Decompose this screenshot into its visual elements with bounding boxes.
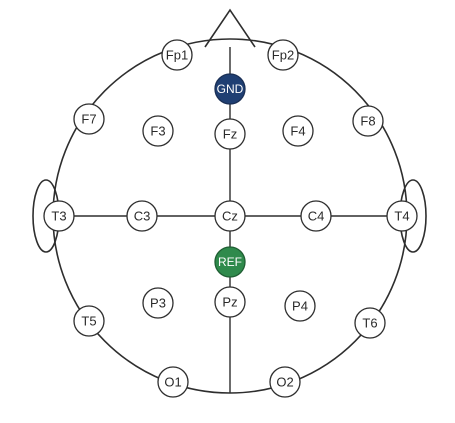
electrode-fz[interactable]: Fz [214, 118, 246, 150]
electrode-label-f7: F7 [81, 112, 96, 127]
electrode-t3[interactable]: T3 [43, 200, 75, 232]
electrode-t5[interactable]: T5 [73, 305, 105, 337]
electrode-o1[interactable]: O1 [157, 366, 189, 398]
electrode-fp2[interactable]: Fp2 [267, 39, 299, 71]
electrode-label-f3: F3 [150, 124, 165, 139]
electrode-label-p3: P3 [150, 296, 166, 311]
electrode-label-t4: T4 [394, 209, 409, 224]
electrode-c4[interactable]: C4 [300, 200, 332, 232]
gnd-label: GND [217, 82, 244, 96]
electrode-f8[interactable]: F8 [352, 105, 384, 137]
electrode-label-fp1: Fp1 [166, 48, 188, 63]
electrode-label-cz: Cz [222, 209, 238, 224]
electrode-pz[interactable]: Pz [214, 286, 246, 318]
electrode-label-t6: T6 [362, 316, 377, 331]
electrode-label-o1: O1 [164, 375, 181, 390]
electrode-cz[interactable]: Cz [214, 200, 246, 232]
electrode-c3[interactable]: C3 [126, 200, 158, 232]
electrode-label-o2: O2 [276, 375, 293, 390]
ref-label: REF [218, 255, 242, 269]
electrode-o2[interactable]: O2 [269, 366, 301, 398]
electrode-f4[interactable]: F4 [282, 115, 314, 147]
electrode-label-fp2: Fp2 [272, 48, 294, 63]
electrode-label-f8: F8 [360, 114, 375, 129]
electrode-label-pz: Pz [222, 295, 237, 310]
electrode-t6[interactable]: T6 [354, 307, 386, 339]
electrode-p3[interactable]: P3 [142, 287, 174, 319]
electrode-label-t3: T3 [51, 209, 66, 224]
electrode-t4[interactable]: T4 [386, 200, 418, 232]
electrode-label-c3: C3 [134, 209, 151, 224]
electrode-f7[interactable]: F7 [73, 103, 105, 135]
ref-electrode-circle [214, 246, 246, 278]
electrode-label-p4: P4 [292, 299, 308, 314]
electrode-p4[interactable]: P4 [284, 290, 316, 322]
electrode-label-c4: C4 [308, 209, 325, 224]
gnd-electrode-circle [214, 73, 246, 105]
electrode-fp1[interactable]: Fp1 [161, 39, 193, 71]
ref-electrode[interactable]: REF [214, 246, 246, 278]
gnd-electrode[interactable]: GND [214, 73, 246, 105]
electrode-label-fz: Fz [223, 127, 237, 142]
electrode-label-f4: F4 [290, 124, 305, 139]
electrode-f3[interactable]: F3 [142, 115, 174, 147]
electrode-label-t5: T5 [81, 314, 96, 329]
nose [204, 8, 256, 48]
